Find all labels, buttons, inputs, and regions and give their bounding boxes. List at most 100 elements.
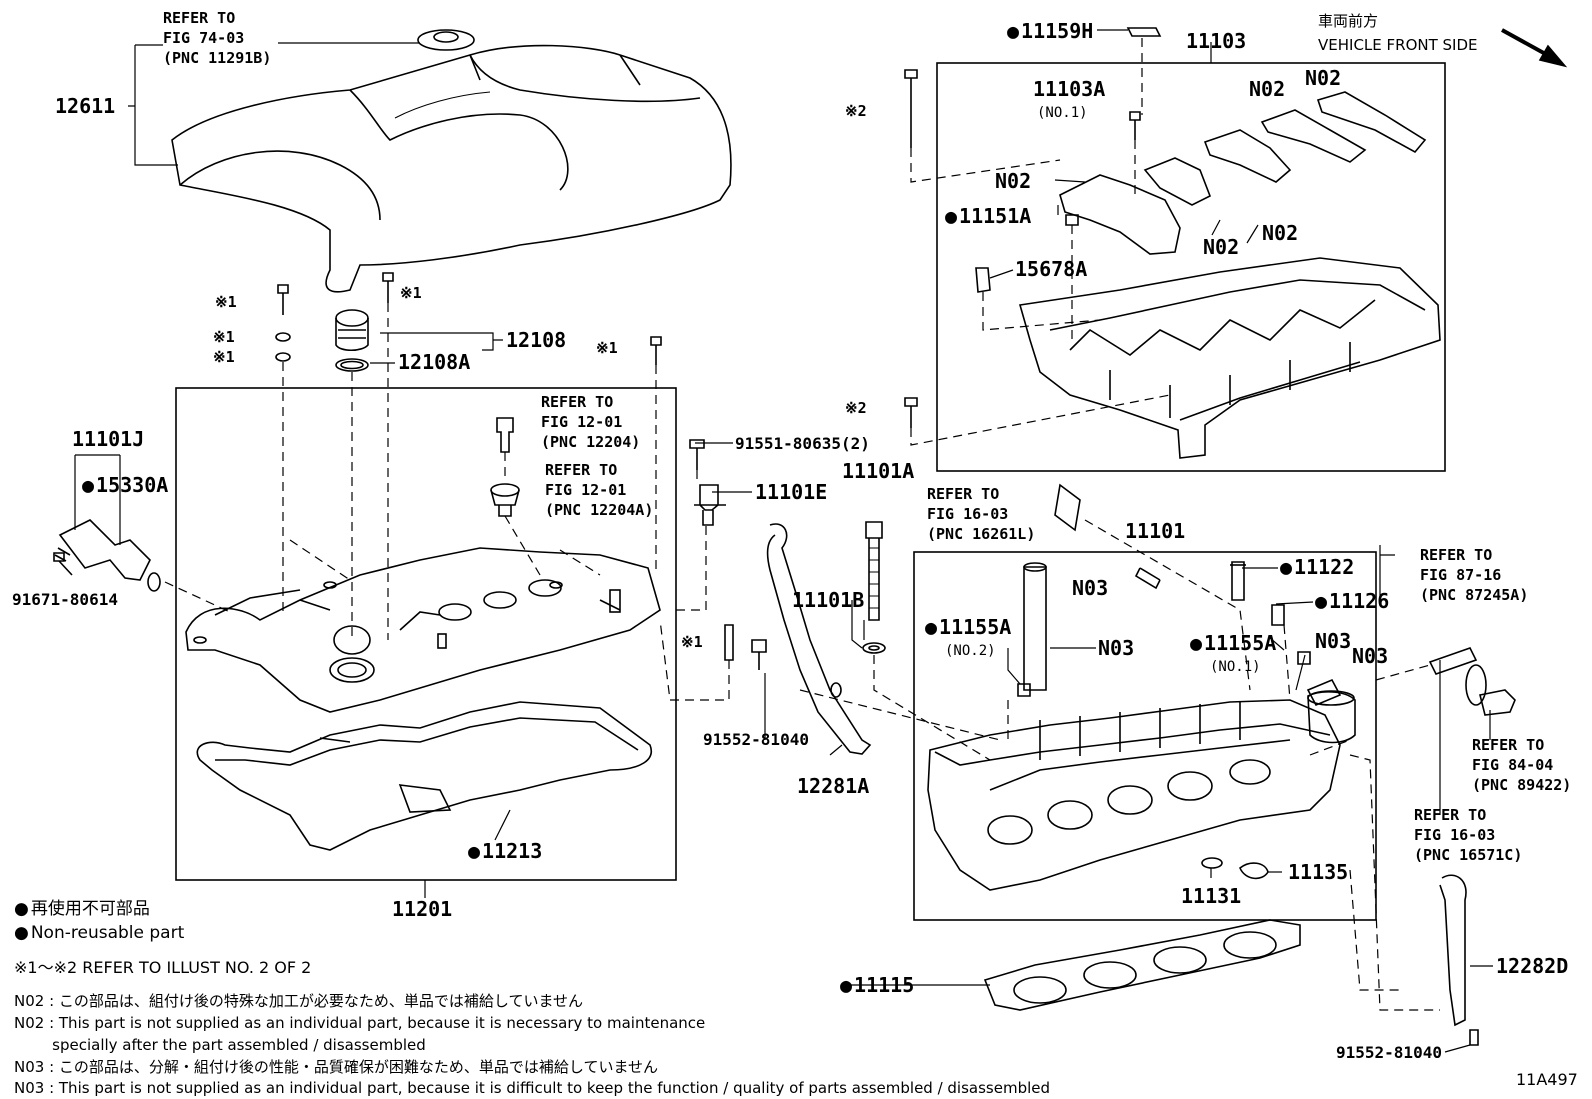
legend-non-reusable-jp: 再使用不可部品 xyxy=(14,898,150,921)
head-gasket-drawing xyxy=(983,919,1301,1011)
right-side-parts-drawing xyxy=(1428,647,1516,1046)
part-n03-a[interactable]: N03 xyxy=(1072,576,1109,600)
part-n03-d[interactable]: N03 xyxy=(1352,644,1389,668)
ref-line: (PNC 12204A) xyxy=(545,501,654,519)
part-11101B[interactable]: 11101B xyxy=(792,588,865,612)
note-mark-1-d: ※1 xyxy=(213,348,235,366)
part-11101A[interactable]: 11101A xyxy=(842,459,915,483)
ref-line: REFER TO xyxy=(1414,806,1487,824)
note-n02-jp: N02 : この部品は、組付け後の特殊な加工が必要なため、単品では補給していませ… xyxy=(14,992,584,1010)
ref-line: REFER TO xyxy=(927,485,1000,503)
part-11122[interactable]: 11122 xyxy=(1280,556,1354,578)
part-91552-81040-a[interactable]: 91552-81040 xyxy=(703,730,809,749)
ref-line: REFER TO xyxy=(163,9,236,27)
part-n03-c[interactable]: N03 xyxy=(1315,629,1352,653)
note-n03-jp: N03 : この部品は、分解・組付け後の性能・品質確保が困難なため、単品では補給… xyxy=(14,1058,659,1076)
part-91671-80614[interactable]: 91671-80614 xyxy=(12,590,118,609)
part-11115[interactable]: 11115 xyxy=(840,974,914,996)
ref-line: (PNC 11291B) xyxy=(163,49,272,67)
part-11213[interactable]: 11213 xyxy=(468,840,542,862)
ref-line: (PNC 89422) xyxy=(1472,776,1572,794)
note-mark-1-c: ※1 xyxy=(213,328,235,346)
front-arrow-head xyxy=(1538,44,1568,68)
part-12282D[interactable]: 12282D xyxy=(1496,954,1569,978)
part-11101J[interactable]: 11101J xyxy=(72,427,145,451)
front-direction-jp: 車両前方 xyxy=(1318,12,1379,30)
ref-line: REFER TO xyxy=(1472,736,1545,754)
ref-line: FIG 74-03 xyxy=(163,29,245,47)
part-11103A-sub: (NO.1) xyxy=(1037,105,1088,121)
note-mark-2-b: ※2 xyxy=(845,399,867,417)
cylinder-head-group-box xyxy=(913,551,1377,921)
part-12611[interactable]: 12611 xyxy=(55,94,116,118)
refer-fig-12-01-a[interactable]: REFER TO FIG 12-01 (PNC 12204) xyxy=(541,392,640,452)
refer-fig-12-01-b[interactable]: REFER TO FIG 12-01 (PNC 12204A) xyxy=(545,460,653,520)
cover-bolts-drawing xyxy=(275,272,662,365)
part-12108A[interactable]: 12108A xyxy=(398,350,471,374)
ref-line: FIG 16-03 xyxy=(1414,826,1496,844)
part-11103[interactable]: 11103 xyxy=(1186,29,1247,53)
part-11101E[interactable]: 11101E xyxy=(755,480,828,504)
legend-refer-illust: ※1～※2 REFER TO ILLUST NO. 2 OF 2 xyxy=(14,958,312,977)
part-91551-80635[interactable]: 91551-80635(2) xyxy=(735,434,870,453)
part-11159H[interactable]: 11159H xyxy=(1007,20,1093,42)
refer-fig-16-03-a[interactable]: REFER TO FIG 16-03 (PNC 16261L) xyxy=(927,484,1035,544)
oil-control-valve-drawing xyxy=(53,519,161,592)
front-direction-en: VEHICLE FRONT SIDE xyxy=(1318,36,1478,54)
part-11155A-no1[interactable]: 11155A xyxy=(1190,632,1276,654)
part-12108[interactable]: 12108 xyxy=(506,328,567,352)
refer-fig-74-03[interactable]: REFER TO FIG 74-03 (PNC 11291B) xyxy=(163,8,271,68)
ref-line: (PNC 12204) xyxy=(541,433,641,451)
refer-fig-84-04[interactable]: REFER TO FIG 84-04 (PNC 89422) xyxy=(1472,735,1571,795)
note-mark-1-e: ※1 xyxy=(596,339,618,357)
part-15678A[interactable]: 15678A xyxy=(1015,257,1088,281)
part-n02-a[interactable]: N02 xyxy=(1249,77,1286,101)
ref-line: REFER TO xyxy=(541,393,614,411)
cylinder-head-cover-drawing xyxy=(185,547,661,713)
part-n02-b[interactable]: N02 xyxy=(1305,66,1342,90)
part-11155A-no2[interactable]: 11155A xyxy=(925,616,1011,638)
ref-line: FIG 87-16 xyxy=(1420,566,1502,584)
cover-gasket-drawing xyxy=(196,701,652,851)
ref-line: (PNC 87245A) xyxy=(1420,586,1529,604)
ref-line: (PNC 16261L) xyxy=(927,525,1036,543)
ref-line: (PNC 16571C) xyxy=(1414,846,1523,864)
legend-non-reusable-en: Non-reusable part xyxy=(14,922,184,945)
assembly-dashed-lines xyxy=(164,38,1440,1011)
refer-fig-16-03-b[interactable]: REFER TO FIG 16-03 (PNC 16571C) xyxy=(1414,805,1522,865)
ref-line: FIG 16-03 xyxy=(927,505,1009,523)
part-11201[interactable]: 11201 xyxy=(392,897,453,921)
cam-position-sensor-drawing xyxy=(689,439,767,670)
note-n03-en: N03 : This part is not supplied as an in… xyxy=(14,1079,1051,1097)
refer-fig-87-16[interactable]: REFER TO FIG 87-16 (PNC 87245A) xyxy=(1420,545,1528,605)
part-n02-c[interactable]: N02 xyxy=(995,169,1032,193)
part-11135[interactable]: 11135 xyxy=(1288,860,1349,884)
illustration-code: 11A497 xyxy=(1516,1070,1578,1089)
part-11103A[interactable]: 11103A xyxy=(1033,77,1106,101)
part-15330A[interactable]: 15330A xyxy=(82,474,168,496)
part-n03-b[interactable]: N03 xyxy=(1098,636,1135,660)
note-mark-2-a: ※2 xyxy=(845,102,867,120)
engine-hanger-bracket-drawing xyxy=(766,523,872,755)
part-11101[interactable]: 11101 xyxy=(1125,519,1186,543)
oil-filler-cap-drawing xyxy=(335,309,369,372)
engine-cover-drawing xyxy=(171,29,732,293)
part-11151A[interactable]: 11151A xyxy=(945,205,1031,227)
part-91552-81040-b[interactable]: 91552-81040 xyxy=(1336,1043,1442,1062)
part-11155A-no1-sub: (NO.1) xyxy=(1210,659,1261,675)
part-11155A-no2-sub: (NO.2) xyxy=(945,643,996,659)
cover-group-box xyxy=(175,387,677,881)
note-n02-en: N02 : This part is not supplied as an in… xyxy=(14,1014,706,1032)
part-n02-e[interactable]: N02 xyxy=(1262,221,1299,245)
ref-line: REFER TO xyxy=(1420,546,1493,564)
part-11131[interactable]: 11131 xyxy=(1181,884,1242,908)
note-mark-1-a: ※1 xyxy=(215,293,237,311)
part-n02-d[interactable]: N02 xyxy=(1203,235,1240,259)
part-11126[interactable]: 11126 xyxy=(1315,590,1389,612)
camshaft-housing-group-box xyxy=(936,62,1446,472)
note-mark-1-b: ※1 xyxy=(400,284,422,302)
head-bolt-drawing xyxy=(862,521,886,654)
ref-line: REFER TO xyxy=(545,461,618,479)
part-12281A[interactable]: 12281A xyxy=(797,774,870,798)
